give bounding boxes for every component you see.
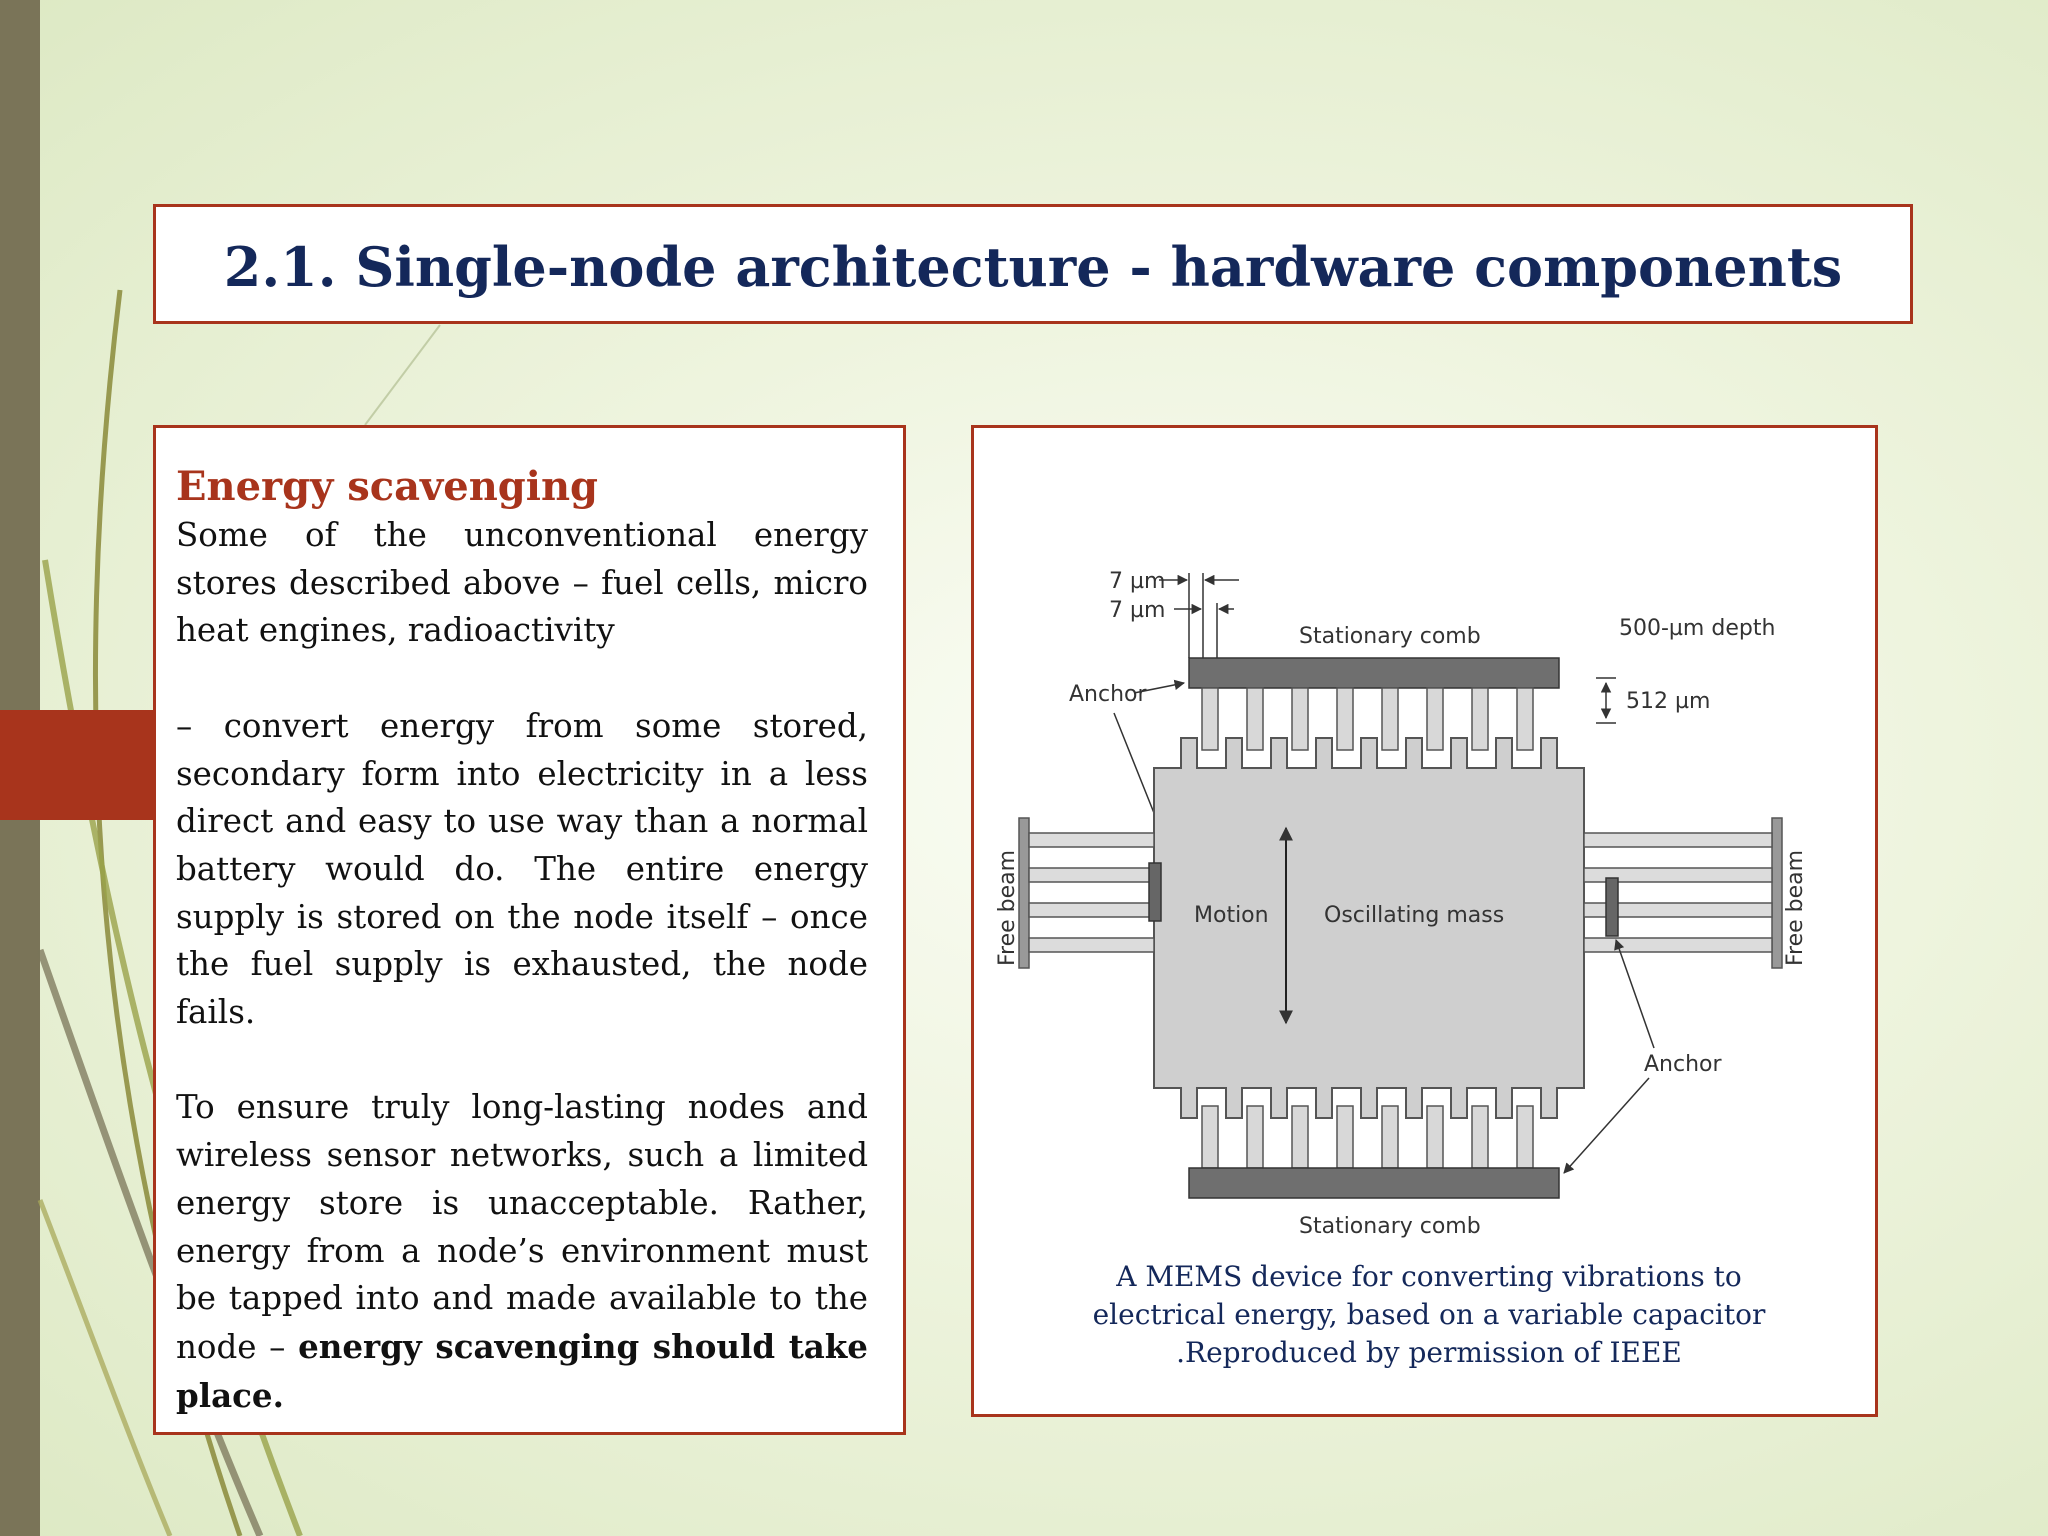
figure-panel: 7 µm 7 µm Stationary comb 500-µm depth 5…	[971, 425, 1878, 1417]
red-accent-tab	[0, 710, 155, 820]
top-comb-fingers	[1201, 687, 1534, 751]
label-free-beam-left: Free beam	[995, 850, 1020, 966]
bottom-comb-fingers	[1201, 1105, 1534, 1169]
paragraph-1: Some of the unconventional energy stores…	[176, 516, 868, 650]
text-panel: Energy scavenging Some of the unconventi…	[153, 425, 906, 1435]
label-depth: 500-µm depth	[1619, 616, 1775, 641]
label-stationary-comb-top: Stationary comb	[1299, 624, 1481, 649]
label-dim-top: 7 µm	[1109, 569, 1165, 594]
paragraph-3: To ensure truly long-lasting nodes and w…	[176, 1084, 868, 1420]
label-motion: Motion	[1194, 903, 1269, 928]
label-free-beam-right: Free beam	[1783, 850, 1808, 966]
label-dim-second: 7 µm	[1109, 598, 1165, 623]
label-oscillating-mass: Oscillating mass	[1324, 903, 1504, 928]
figure-caption: A MEMS device for converting vibrations …	[1092, 1260, 1766, 1369]
label-anchor-right: Anchor	[1644, 1052, 1722, 1077]
paragraph-2: – convert energy from some stored, secon…	[176, 706, 868, 1032]
section-heading: Energy scavenging	[176, 463, 599, 510]
paragraph-3-emphasis: energy scavenging should take place.	[176, 1326, 868, 1415]
text-content: Energy scavenging Some of the unconventi…	[176, 462, 868, 1420]
oscillating-mass	[1153, 737, 1585, 1119]
label-anchor-left: Anchor	[1069, 682, 1147, 707]
title-box: 2.1. Single-node architecture - hardware…	[153, 204, 1913, 324]
paragraph-3-text: To ensure truly long-lasting nodes and w…	[176, 1088, 868, 1366]
mems-diagram: 7 µm 7 µm Stationary comb 500-µm depth 5…	[995, 569, 1808, 1239]
label-stationary-comb-bottom: Stationary comb	[1299, 1214, 1481, 1239]
page-title: 2.1. Single-node architecture - hardware…	[223, 235, 1843, 299]
label-gap: 512 µm	[1626, 689, 1710, 714]
